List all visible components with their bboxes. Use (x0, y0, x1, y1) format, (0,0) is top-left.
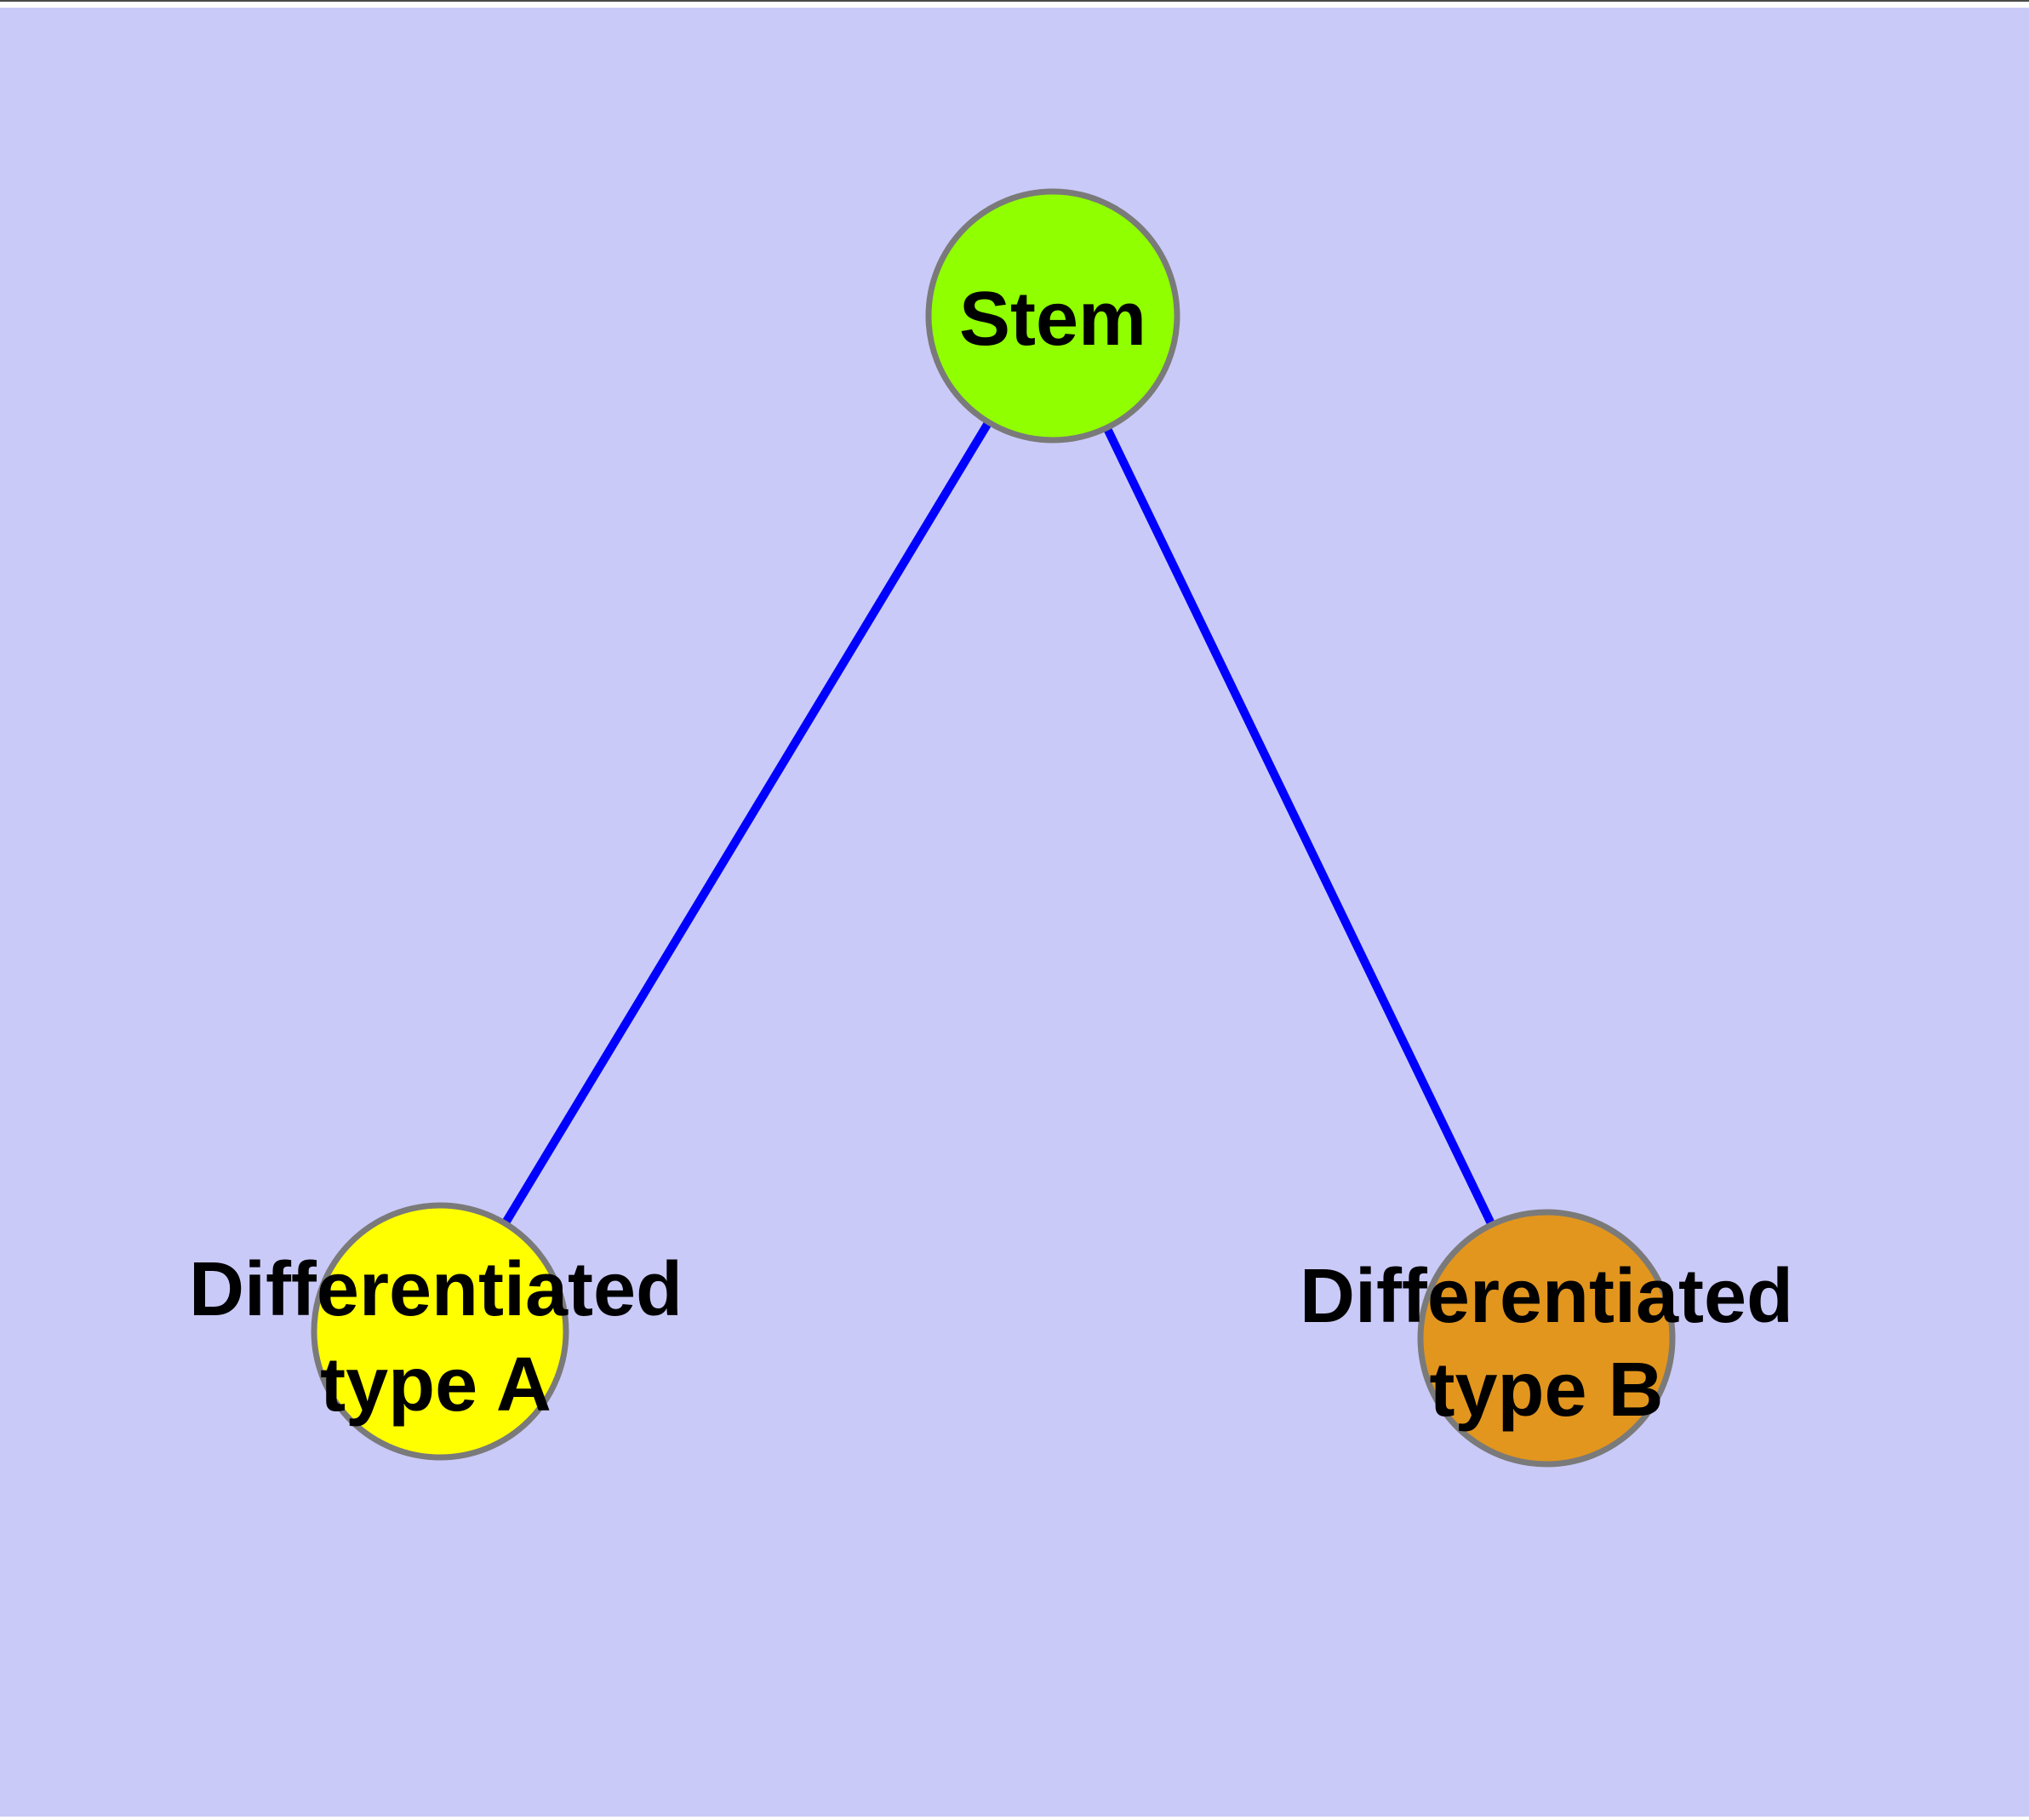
frame-top-line (0, 0, 2029, 2)
edge-stem-to-type-a (436, 313, 1057, 1334)
node-differentiated-type-b (1417, 1209, 1676, 1468)
node-differentiated-type-a (311, 1202, 569, 1461)
node-type-a-label-line2: type A (320, 1342, 552, 1428)
node-stem-label: Stem (959, 277, 1146, 362)
node-type-b-label-line1: Differentiated (1300, 1254, 1793, 1339)
node-stem (925, 188, 1180, 444)
edge-stem-to-type-b (1049, 313, 1551, 1341)
node-type-b-label-line2: type B (1429, 1348, 1663, 1433)
node-type-a-label-line1: Differentiated (189, 1247, 683, 1332)
